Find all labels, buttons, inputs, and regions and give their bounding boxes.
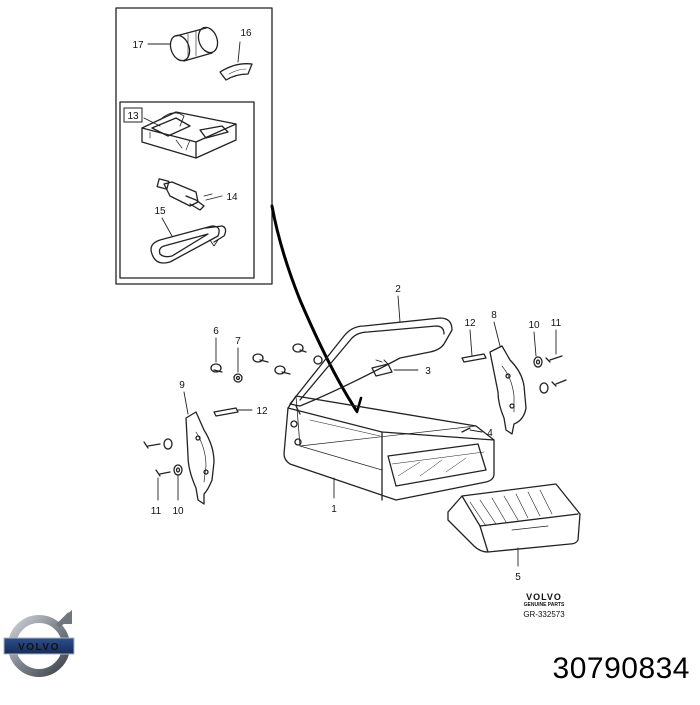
- part-13-housing: [141, 111, 237, 159]
- callout-10-left: 10: [172, 506, 184, 517]
- callout-16: 16: [240, 28, 252, 39]
- diagram-stamp: VOLVO GENUINE PARTS GR-332573: [512, 592, 576, 619]
- callout-10-right: 10: [528, 320, 540, 331]
- volvo-logo: VOLVO: [2, 606, 80, 684]
- callout-9: 9: [179, 380, 185, 391]
- fasteners: [143, 343, 567, 477]
- callout-15: 15: [154, 206, 166, 217]
- stamp-code: GR-332573: [523, 610, 565, 619]
- part-5-tray: [447, 483, 581, 553]
- callout-14: 14: [226, 192, 238, 203]
- stamp-subtitle: GENUINE PARTS: [523, 602, 565, 608]
- callout-4: 4: [487, 428, 493, 439]
- part-14-bulb: [156, 178, 213, 211]
- part-2-lid: [289, 317, 453, 415]
- callout-11-right: 11: [551, 318, 562, 329]
- callout-5: 5: [515, 572, 521, 583]
- part-4-pin: [461, 427, 471, 433]
- part-15-strap: [150, 225, 227, 264]
- callout-box-13: [123, 107, 143, 123]
- part-3-latch: [371, 359, 393, 377]
- callout-7: 7: [235, 336, 241, 347]
- part-1-console-box: [283, 395, 495, 501]
- leader-lines: [143, 41, 557, 567]
- callout-2: 2: [395, 284, 401, 295]
- volvo-logo-icon: VOLVO: [3, 610, 75, 677]
- callout-13: 13: [127, 111, 139, 122]
- callout-labels: 13 17 16 14 15 2 3 4 1 5 6 7 12 12 8 10 …: [123, 28, 562, 583]
- callout-11-left: 11: [151, 506, 162, 517]
- inset-subbox: [119, 101, 255, 279]
- callout-17: 17: [132, 40, 144, 51]
- logo-text: VOLVO: [18, 642, 60, 653]
- callout-12-left: 12: [256, 406, 268, 417]
- part-9-bracket-left: [185, 411, 215, 505]
- part-16-clip: [219, 63, 253, 81]
- part-number: 30790834: [552, 652, 690, 685]
- callout-8: 8: [491, 310, 497, 321]
- inset-box: [115, 7, 273, 285]
- stamp-brand: VOLVO: [526, 592, 562, 602]
- part-17-cylinder: [169, 26, 219, 62]
- callout-6: 6: [213, 326, 219, 337]
- callout-1: 1: [331, 504, 337, 515]
- part-8-bracket-right: [489, 345, 527, 435]
- callout-3: 3: [425, 366, 431, 377]
- callout-12-right: 12: [464, 318, 476, 329]
